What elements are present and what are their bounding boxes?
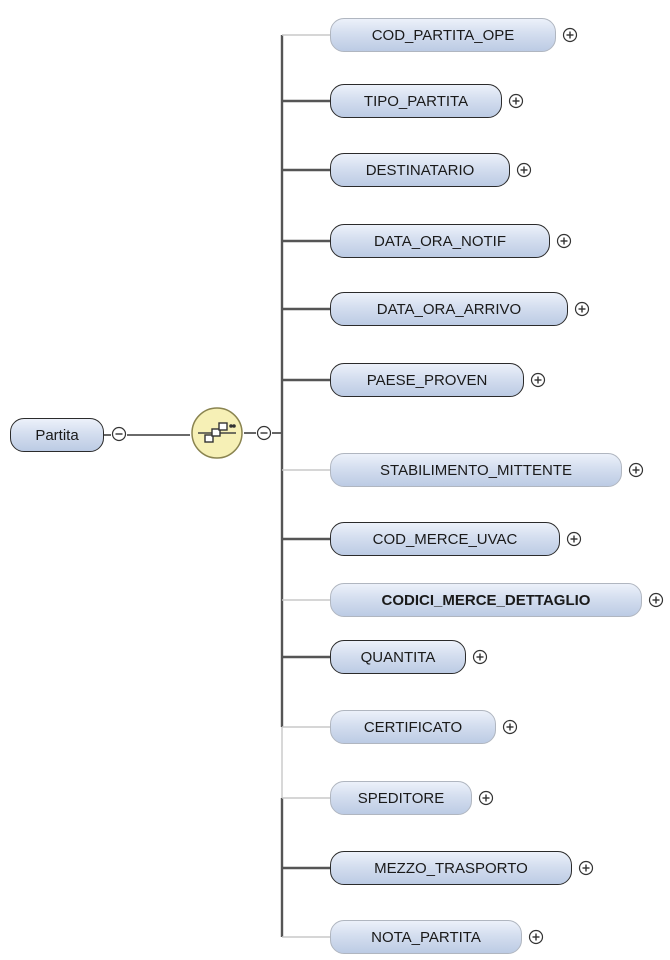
element-speditore[interactable]: SPEDITORE [330, 781, 472, 815]
expand-plus-icon[interactable] [566, 531, 582, 547]
element-label: NOTA_PARTITA [371, 928, 481, 946]
expand-plus-icon[interactable] [574, 301, 590, 317]
element-codici-merce-dettaglio[interactable]: CODICI_MERCE_DETTAGLIO [330, 583, 642, 617]
element-destinatario[interactable]: DESTINATARIO [330, 153, 510, 187]
element-label: QUANTITA [360, 648, 436, 666]
collapse-minus-icon[interactable] [256, 425, 272, 441]
collapse-minus-icon[interactable] [111, 426, 127, 442]
expand-plus-icon[interactable] [478, 790, 494, 806]
element-label: MEZZO_TRASPORTO [374, 859, 528, 877]
expand-plus-icon[interactable] [556, 233, 572, 249]
element-label: DATA_ORA_NOTIF [374, 232, 506, 250]
element-label: TIPO_PARTITA [363, 92, 469, 110]
element-mezzo-trasporto[interactable]: MEZZO_TRASPORTO [330, 851, 572, 885]
element-data-ora-arrivo[interactable]: DATA_ORA_ARRIVO [330, 292, 568, 326]
expand-plus-icon[interactable] [578, 860, 594, 876]
element-label: SPEDITORE [357, 789, 445, 807]
expand-plus-icon[interactable] [508, 93, 524, 109]
element-nota-partita[interactable]: NOTA_PARTITA [330, 920, 522, 954]
root-element-partita[interactable]: Partita [10, 418, 104, 452]
element-certificato[interactable]: CERTIFICATO [330, 710, 496, 744]
expand-plus-icon[interactable] [628, 462, 644, 478]
element-label: CERTIFICATO [363, 718, 463, 736]
expand-plus-icon[interactable] [516, 162, 532, 178]
root-element-label: Partita [35, 426, 79, 444]
element-label: DESTINATARIO [365, 161, 475, 179]
element-paese-proven[interactable]: PAESE_PROVEN [330, 363, 524, 397]
element-quantita[interactable]: QUANTITA [330, 640, 466, 674]
element-tipo-partita[interactable]: TIPO_PARTITA [330, 84, 502, 118]
expand-plus-icon[interactable] [562, 27, 578, 43]
sequence-compositor-icon[interactable] [190, 406, 244, 460]
element-cod-merce-uvac[interactable]: COD_MERCE_UVAC [330, 522, 560, 556]
element-data-ora-notif[interactable]: DATA_ORA_NOTIF [330, 224, 550, 258]
element-label: STABILIMENTO_MITTENTE [380, 461, 572, 479]
expand-plus-icon[interactable] [472, 649, 488, 665]
element-label: CODICI_MERCE_DETTAGLIO [381, 591, 591, 609]
element-label: COD_MERCE_UVAC [372, 530, 518, 548]
expand-plus-icon[interactable] [502, 719, 518, 735]
element-label: PAESE_PROVEN [366, 371, 488, 389]
element-stabilimento-mittente[interactable]: STABILIMENTO_MITTENTE [330, 453, 622, 487]
element-cod-partita-ope[interactable]: COD_PARTITA_OPE [330, 18, 556, 52]
element-label: COD_PARTITA_OPE [371, 26, 515, 44]
expand-plus-icon[interactable] [648, 592, 664, 608]
expand-plus-icon[interactable] [530, 372, 546, 388]
element-label: DATA_ORA_ARRIVO [376, 300, 522, 318]
expand-plus-icon[interactable] [528, 929, 544, 945]
